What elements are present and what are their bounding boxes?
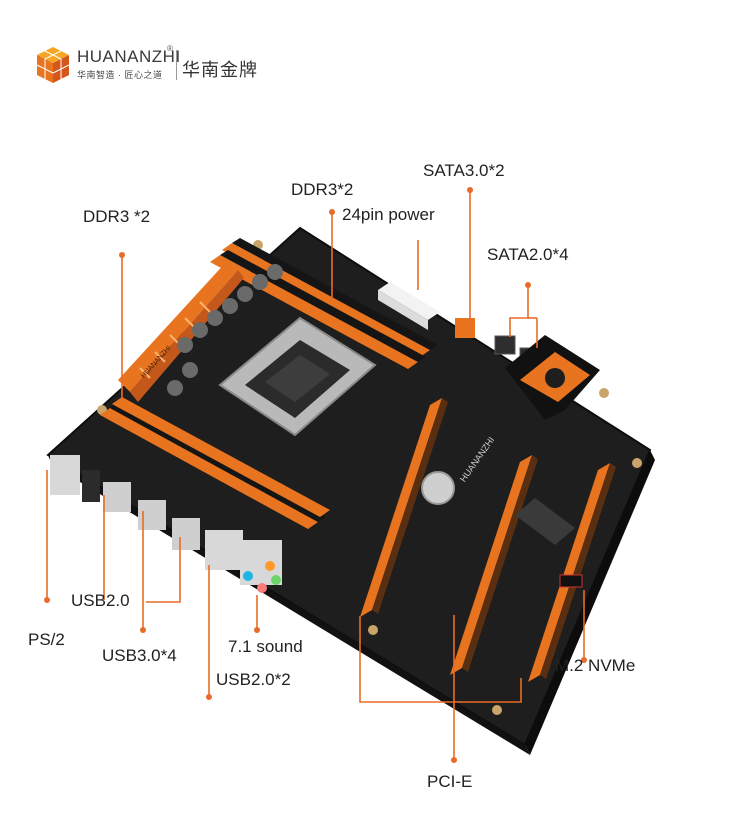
label-pcie: PCI-E [427, 772, 473, 791]
brand-divider [176, 50, 177, 80]
label-usb20x2: USB2.0*2 [216, 670, 291, 689]
label-m2-nvme: M.2 NVMe [555, 656, 636, 675]
vrm-components [167, 264, 283, 396]
label-sata2: SATA2.0*4 [487, 245, 569, 264]
power-24pin-connector [378, 282, 440, 330]
label-sata3: SATA3.0*2 [423, 161, 505, 180]
label-usb30: USB3.0*4 [102, 646, 177, 665]
brand-chinese-name: 华南金牌 [182, 60, 258, 80]
pcie-slots [360, 398, 616, 682]
cmos-battery [421, 471, 455, 505]
sata3-ports [455, 318, 475, 338]
motherboard-pcb-shade [525, 450, 655, 755]
m2-slot [515, 498, 583, 588]
rear-io [50, 455, 282, 593]
label-ddr3-left: DDR3 *2 [83, 207, 151, 226]
label-usb20: USB2.0 [71, 591, 130, 610]
label-ps2: PS/2 [28, 630, 65, 649]
chipset-heatsink [505, 335, 600, 420]
ddr3-ram-module [118, 260, 244, 402]
label-ddr3-top: DDR3*2 [291, 180, 354, 199]
brand-cube-icon [36, 47, 70, 83]
label-sound: 7.1 sound [228, 637, 303, 656]
ddr3-slots-bottom [100, 397, 330, 529]
callout-lines [46, 190, 585, 760]
callout-dots [44, 187, 587, 763]
label-24pin-power: 24pin power [342, 205, 435, 224]
brand-tagline: 华南智造 · 匠心之道 [77, 70, 163, 80]
registered-mark: ® [167, 44, 173, 53]
brand-name: HUANANZHI [77, 47, 181, 66]
cpu-socket [218, 316, 377, 437]
